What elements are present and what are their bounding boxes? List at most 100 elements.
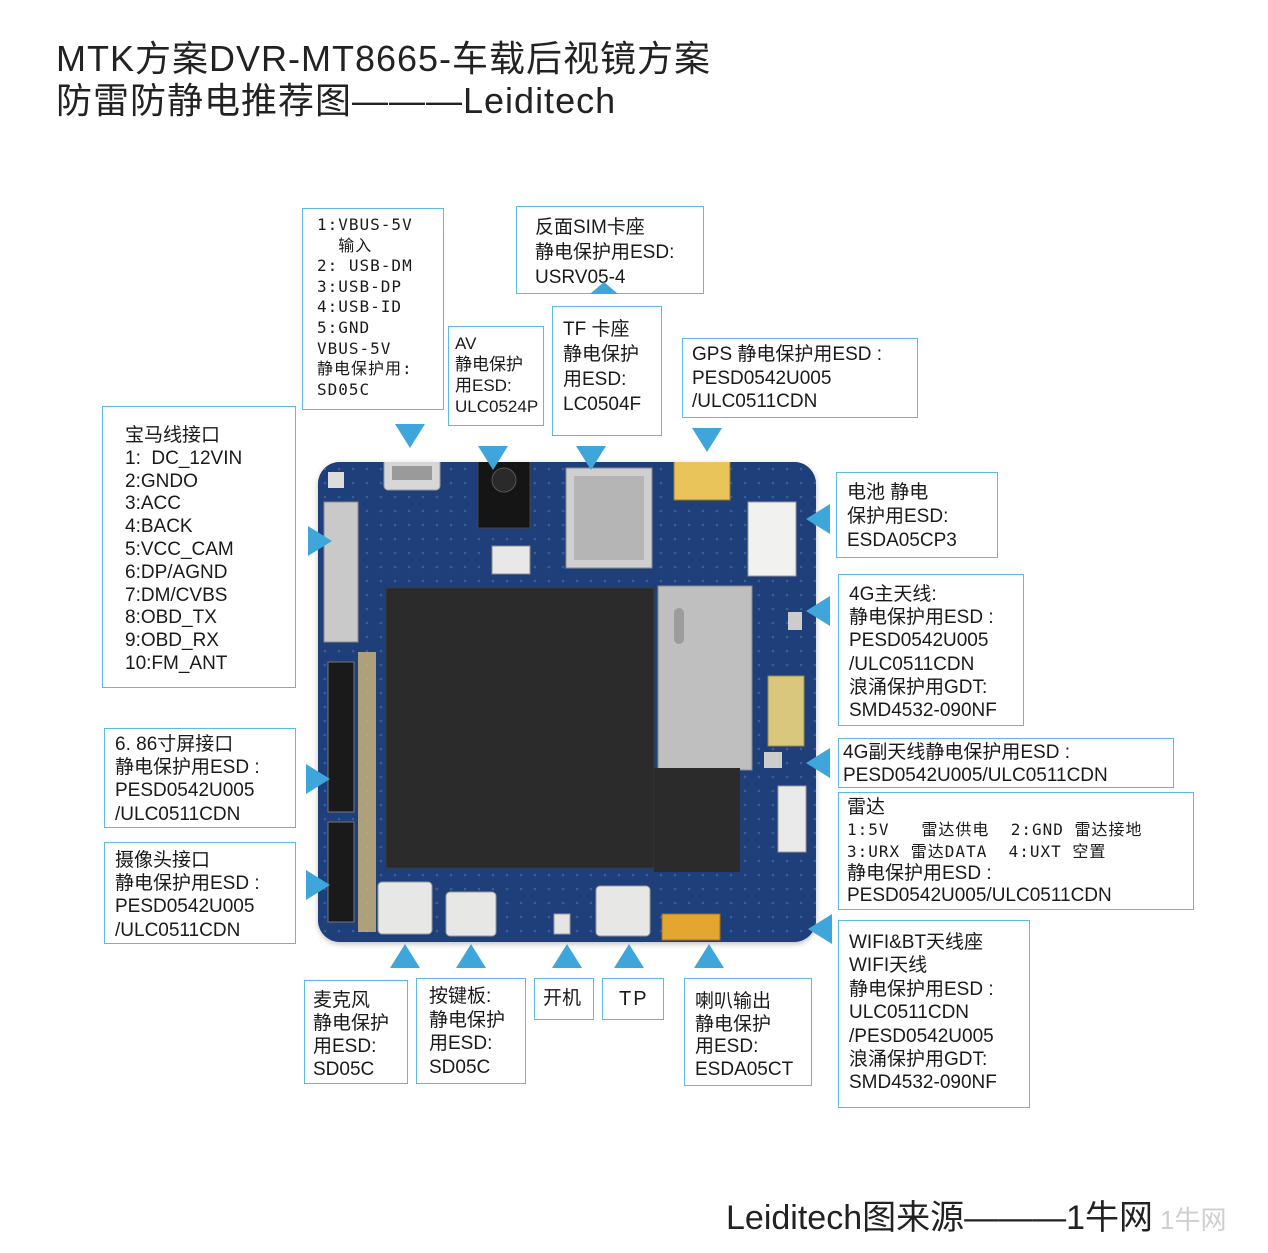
wifi-line-7: SMD4532-090NF — [849, 1071, 1019, 1094]
gps-line-2: PESD0542U005 — [692, 367, 908, 391]
bmw-line-5: 4:BACK — [125, 516, 273, 539]
bmw-line-2: 1: DC_12VIN — [125, 448, 273, 471]
gps-label-box: GPS 静电保护用ESD : PESD0542U005 /ULC0511CDN — [682, 338, 918, 418]
sim-line-1: 反面SIM卡座 — [535, 215, 685, 240]
radar-line-4: 静电保护用ESD : — [847, 863, 1185, 885]
wifi-line-2: WIFI天线 — [849, 954, 1019, 977]
battery-line-1: 电池 静电 — [847, 481, 987, 505]
bmw-line-1: 宝马线接口 — [125, 425, 273, 448]
ant4g-main-line-3: PESD0542U005 — [849, 629, 1013, 652]
keypad-arrow-icon — [456, 944, 486, 968]
tp-line-1: TP — [619, 987, 647, 1011]
radar-line-3: 3:URX 雷达DATA 4:UXT 空置 — [847, 841, 1185, 863]
sim-line-2: 静电保护用ESD: — [535, 240, 685, 265]
speaker-line-2: 静电保护 — [695, 1014, 801, 1037]
sim-arrow-icon — [590, 282, 618, 294]
tp-label-box: TP — [602, 978, 664, 1020]
mic-line-4: SD05C — [313, 1058, 399, 1081]
bmw-line-10: 9:OBD_RX — [125, 630, 273, 653]
ant4g-sub-arrow-icon — [806, 748, 830, 778]
ant4g-main-line-5: 浪涌保护用GDT: — [849, 676, 1013, 699]
tf-line-1: TF 卡座 — [563, 317, 651, 342]
radar-line-1: 雷达 — [847, 797, 1185, 819]
key-line-1: 按键板: — [429, 985, 513, 1009]
key-line-2: 静电保护 — [429, 1009, 513, 1033]
usb-line-7: VBUS-5V — [317, 339, 429, 360]
tf-arrow-icon — [576, 446, 606, 470]
speaker-line-3: 用ESD: — [695, 1036, 801, 1059]
gps-line-1: GPS 静电保护用ESD : — [692, 343, 908, 367]
ant4g-sub-label-box: 4G副天线静电保护用ESD : PESD0542U005/ULC0511CDN — [838, 738, 1174, 788]
sim-card-label-box: 反面SIM卡座 静电保护用ESD: USRV05-4 — [516, 206, 704, 294]
camera-line-3: PESD0542U005 — [115, 895, 285, 918]
gps-line-3: /ULC0511CDN — [692, 390, 908, 414]
usb-line-4: 3:USB-DP — [317, 277, 429, 298]
tp-arrow-icon — [614, 944, 644, 968]
mic-line-3: 用ESD: — [313, 1035, 399, 1058]
usb-line-2: 输入 — [317, 236, 429, 257]
radar-label-box: 雷达 1:5V 雷达供电 2:GND 雷达接地 3:URX 雷达DATA 4:U… — [838, 792, 1194, 910]
tf-card-label-box: TF 卡座 静电保护 用ESD: LC0504F — [552, 306, 662, 436]
camera-line-2: 静电保护用ESD : — [115, 872, 285, 895]
bmw-connector-shape — [324, 502, 358, 642]
mic-line-1: 麦克风 — [313, 989, 399, 1012]
pcb-board-drawing — [318, 462, 816, 942]
ant4g-main-label-box: 4G主天线: 静电保护用ESD : PESD0542U005 /ULC0511C… — [838, 574, 1024, 726]
usb-arrow-icon — [395, 424, 425, 448]
radar-line-5: PESD0542U005/ULC0511CDN — [847, 885, 1185, 907]
ant4g-main-line-1: 4G主天线: — [849, 583, 1013, 606]
usb-line-6: 5:GND — [317, 318, 429, 339]
mic-line-2: 静电保护 — [313, 1012, 399, 1035]
wifi-arrow-icon — [808, 914, 832, 944]
battery-label-box: 电池 静电 保护用ESD: ESDA05CP3 — [836, 472, 998, 558]
diagram-title-line2: 防雷防静电推荐图———Leiditech — [56, 72, 616, 124]
av-line-2: 静电保护 — [455, 354, 537, 375]
ant4g-sub-line-1: 4G副天线静电保护用ESD : — [843, 741, 1169, 764]
av-label-box: AV 静电保护 用ESD: ULC0524P — [448, 326, 544, 426]
speaker-line-4: ESDA05CT — [695, 1059, 801, 1082]
usb-line-1: 1:VBUS-5V — [317, 215, 429, 236]
mic-arrow-icon — [390, 944, 420, 968]
speaker-line-1: 喇叭输出 — [695, 991, 801, 1014]
camera-label-box: 摄像头接口 静电保护用ESD : PESD0542U005 /ULC0511CD… — [104, 842, 296, 944]
bmw-connector-label-box: 宝马线接口 1: DC_12VIN 2:GNDO 3:ACC 4:BACK 5:… — [102, 406, 296, 688]
screen-arrow-icon — [306, 764, 330, 794]
bmw-line-4: 3:ACC — [125, 493, 273, 516]
radar-line-2: 1:5V 雷达供电 2:GND 雷达接地 — [847, 819, 1185, 841]
footer-source-text: Leiditech图来源———1牛网 — [726, 1190, 1153, 1239]
tf-line-2: 静电保护 — [563, 342, 651, 367]
key-line-3: 用ESD: — [429, 1032, 513, 1056]
speaker-arrow-icon — [694, 944, 724, 968]
ant4g-main-line-6: SMD4532-090NF — [849, 699, 1013, 722]
av-line-3: 用ESD: — [455, 375, 537, 396]
speaker-label-box: 喇叭输出 静电保护 用ESD: ESDA05CT — [684, 978, 812, 1086]
usb-line-5: 4:USB-ID — [317, 297, 429, 318]
wifi-line-4: ULC0511CDN — [849, 1001, 1019, 1024]
wifi-line-6: 浪涌保护用GDT: — [849, 1048, 1019, 1071]
watermark-text: 1牛网 — [1160, 1200, 1226, 1237]
screen-label-box: 6. 86寸屏接口 静电保护用ESD : PESD0542U005 /ULC05… — [104, 728, 296, 828]
wifi-label-box: WIFI&BT天线座 WIFI天线 静电保护用ESD : ULC0511CDN … — [838, 920, 1030, 1108]
av-arrow-icon — [478, 446, 508, 470]
usb-connector-label-box: 1:VBUS-5V 输入 2: USB-DM 3:USB-DP 4:USB-ID… — [302, 208, 444, 410]
battery-line-3: ESDA05CP3 — [847, 529, 987, 553]
wifi-line-5: /PESD0542U005 — [849, 1025, 1019, 1048]
tf-line-4: LC0504F — [563, 392, 651, 417]
usb-line-9: SD05C — [317, 380, 429, 401]
power-line-1: 开机 — [543, 987, 585, 1011]
battery-arrow-icon — [806, 504, 830, 534]
pcb-board-image — [318, 462, 816, 942]
bmw-arrow-icon — [308, 526, 332, 556]
bmw-line-8: 7:DM/CVBS — [125, 585, 273, 608]
ant4g-main-line-4: /ULC0511CDN — [849, 653, 1013, 676]
mic-label-box: 麦克风 静电保护 用ESD: SD05C — [304, 980, 408, 1084]
ant4g-sub-line-2: PESD0542U005/ULC0511CDN — [843, 764, 1169, 787]
av-line-4: ULC0524P — [455, 396, 537, 417]
usb-line-8: 静电保护用: — [317, 359, 429, 380]
ant4g-main-line-2: 静电保护用ESD : — [849, 606, 1013, 629]
power-arrow-icon — [552, 944, 582, 968]
wifi-line-3: 静电保护用ESD : — [849, 978, 1019, 1001]
camera-line-1: 摄像头接口 — [115, 849, 285, 872]
bmw-line-6: 5:VCC_CAM — [125, 539, 273, 562]
gps-arrow-icon — [692, 428, 722, 452]
